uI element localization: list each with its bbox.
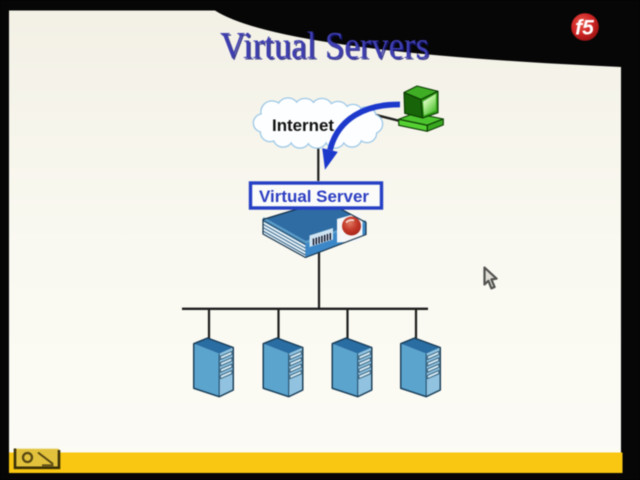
- svg-text:Virtual Server: Virtual Server: [259, 187, 369, 206]
- svg-text:Virtual Servers: Virtual Servers: [220, 25, 429, 67]
- svg-text:Internet: Internet: [272, 117, 335, 135]
- svg-text:Virtual Servers: Virtual Servers: [222, 27, 431, 69]
- svg-text:f5: f5: [575, 17, 594, 40]
